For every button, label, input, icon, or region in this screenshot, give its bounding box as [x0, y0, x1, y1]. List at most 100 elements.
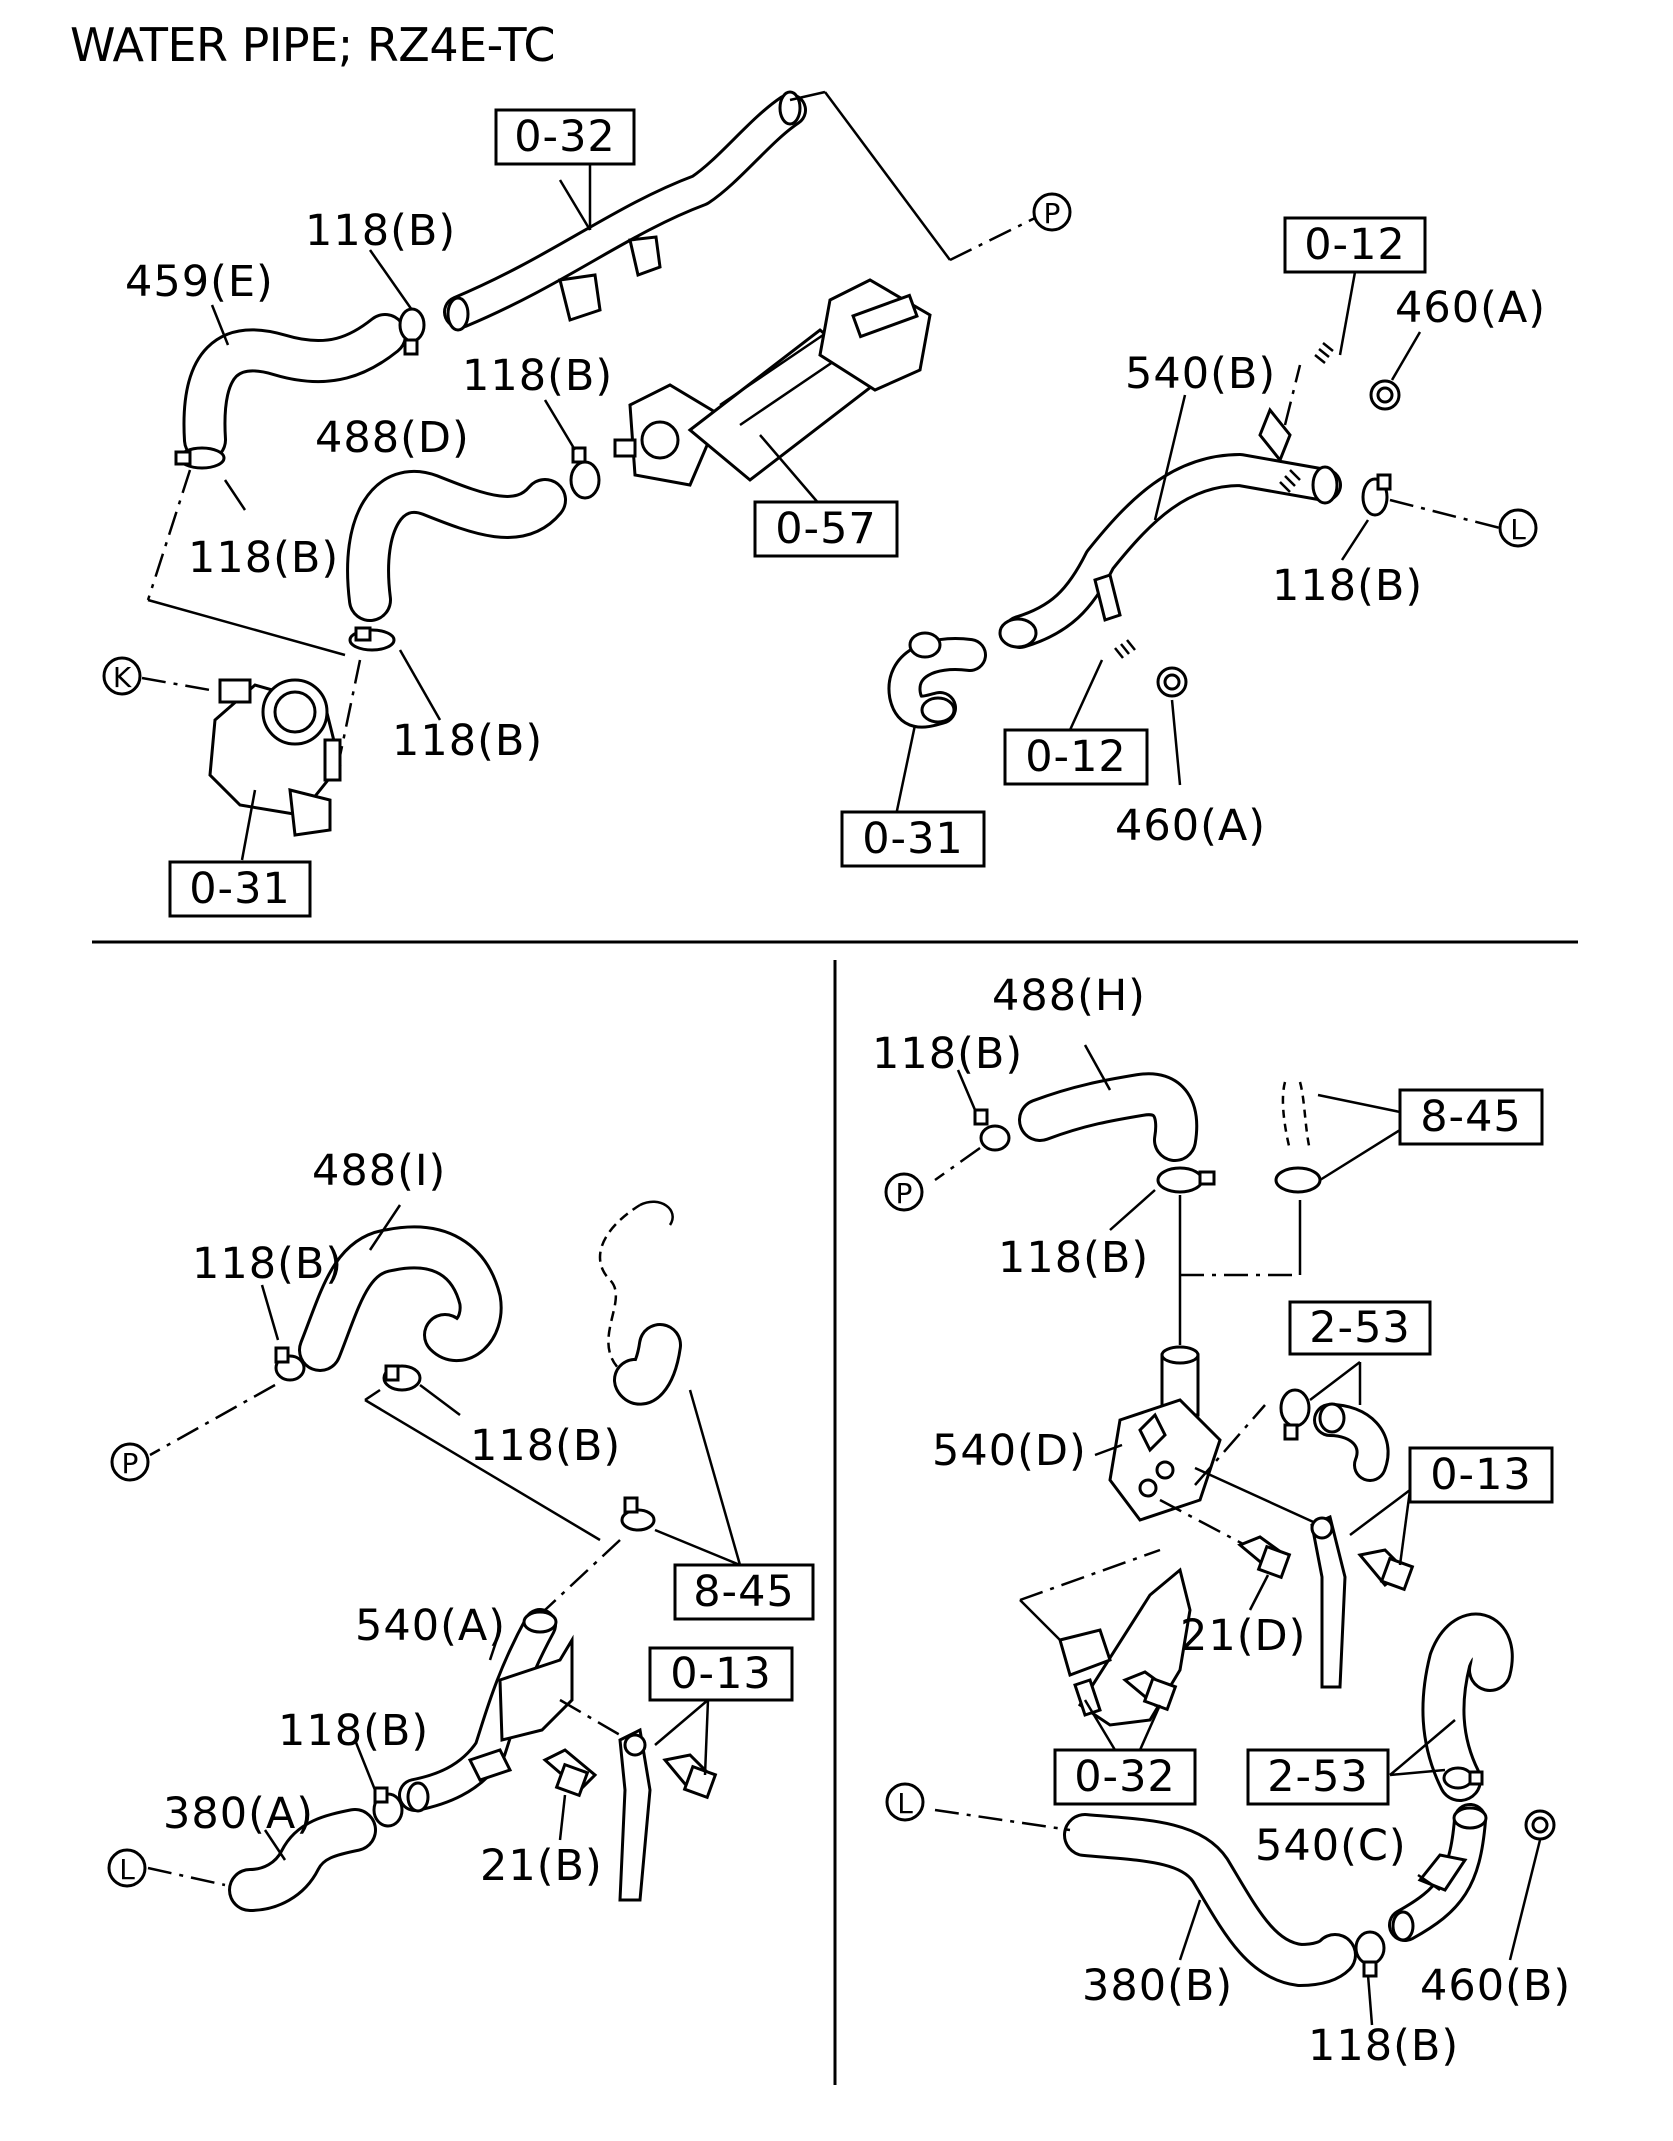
nut-460a-bottom [1156, 666, 1188, 698]
svg-text:P: P [896, 1177, 913, 1210]
cooler-0-57 [613, 278, 932, 487]
clamp-118b-2 [174, 446, 226, 470]
label-118b-2: 118(B) [188, 533, 339, 583]
svg-text:0-12: 0-12 [1025, 732, 1127, 782]
label-488i: 488(I) [312, 1146, 446, 1196]
label-488h: 488(H) [992, 971, 1146, 1021]
svg-text:0-13: 0-13 [670, 1649, 772, 1699]
callout-8-45-left: 8-45 [673, 1563, 815, 1621]
label-118b-9: 118(B) [872, 1029, 1023, 1079]
svg-text:0-32: 0-32 [1074, 1752, 1176, 1802]
svg-text:L: L [119, 1853, 135, 1886]
clamp-118b-6 [274, 1346, 306, 1382]
svg-text:0-31: 0-31 [862, 814, 964, 864]
bolt-0-13-right [1357, 1548, 1415, 1592]
hose-488d [346, 469, 567, 622]
hose-8-45-right [1274, 1081, 1322, 1194]
svg-text:L: L [897, 1787, 913, 1820]
nut-460b [1524, 1809, 1556, 1841]
svg-text:P: P [122, 1447, 139, 1480]
label-460b: 460(B) [1420, 1961, 1571, 2011]
label-118b-4: 118(B) [392, 716, 543, 766]
connector-p-left: P [110, 1442, 150, 1482]
label-460a-top: 460(A) [1395, 283, 1546, 333]
connector-l-top: L [1498, 508, 1538, 548]
thermostat-housing-0-31 [208, 678, 342, 837]
fitting-540c [1388, 1803, 1488, 1942]
clamp-118b-7 [382, 1364, 422, 1392]
svg-text:0-32: 0-32 [514, 112, 616, 162]
label-118b-1: 118(B) [305, 206, 456, 256]
bracket-0-13-left [618, 1727, 652, 1902]
clamp-118b-5 [1361, 473, 1392, 517]
svg-text:8-45: 8-45 [1420, 1092, 1522, 1142]
svg-text:0-13: 0-13 [1430, 1450, 1532, 1500]
label-459e: 459(E) [125, 257, 274, 307]
label-118b-3: 118(B) [462, 351, 613, 401]
svg-text:0-12: 0-12 [1304, 220, 1406, 270]
pipe-540a [398, 1608, 574, 1813]
label-380b: 380(B) [1082, 1961, 1233, 2011]
label-540a: 540(A) [355, 1601, 506, 1651]
hose-2-53-bottom [1421, 1612, 1514, 1802]
label-540b: 540(B) [1125, 349, 1276, 399]
connector-k: K [102, 656, 142, 696]
bolt-21d [1237, 1535, 1292, 1580]
callout-0-32-top: 0-32 [494, 108, 636, 166]
fitting-540d [1108, 1345, 1222, 1522]
label-380a: 380(A) [163, 1789, 314, 1839]
svg-text:2-53: 2-53 [1267, 1752, 1369, 1802]
clamp-118b-9 [973, 1108, 1011, 1152]
hose-459e [182, 313, 407, 462]
diagram-title: WATER PIPE; RZ4E-TC [70, 18, 556, 72]
label-118b-10: 118(B) [998, 1233, 1149, 1283]
callout-0-13-left: 0-13 [648, 1646, 794, 1702]
hose-488i [298, 1225, 503, 1372]
svg-text:P: P [1044, 197, 1061, 230]
svg-text:8-45: 8-45 [693, 1567, 795, 1617]
pipe-0-32-top [443, 90, 807, 332]
label-118b-11: 118(B) [1308, 2021, 1459, 2071]
callout-2-53-top: 2-53 [1288, 1300, 1432, 1356]
callout-0-57: 0-57 [753, 500, 899, 558]
callout-0-32-bottom: 0-32 [1053, 1748, 1197, 1806]
label-118b-5: 118(B) [1272, 561, 1423, 611]
hose-380b [1063, 1813, 1357, 1987]
callout-8-45-right: 8-45 [1398, 1088, 1544, 1146]
label-118b-7: 118(B) [470, 1421, 621, 1471]
svg-text:0-57: 0-57 [775, 504, 877, 554]
pipe-540b [998, 407, 1342, 649]
connector-l-left: L [107, 1848, 147, 1888]
bolt-0-13-left [662, 1753, 718, 1800]
bracket-0-13-right [1310, 1514, 1347, 1689]
clamp-8-45-left [620, 1496, 656, 1532]
svg-text:0-31: 0-31 [189, 864, 291, 914]
connector-p-top: P [1032, 192, 1072, 232]
svg-text:L: L [1510, 513, 1526, 546]
callout-0-12-top: 0-12 [1283, 216, 1427, 274]
clamp-118b-4 [348, 626, 396, 652]
svg-text:K: K [113, 661, 132, 694]
hose-380a [228, 1808, 377, 1912]
clamp-118b-10 [1156, 1166, 1216, 1194]
callout-0-12-mid: 0-12 [1003, 728, 1149, 786]
label-21d: 21(D) [1180, 1611, 1306, 1661]
label-460a-bot: 460(A) [1115, 801, 1266, 851]
clamp-118b-3 [569, 446, 601, 500]
fitting-0-31-right [887, 631, 987, 729]
label-118b-6: 118(B) [192, 1239, 343, 1289]
label-540c: 540(C) [1255, 1821, 1407, 1871]
hose-8-45-left [598, 1200, 682, 1406]
clamp-2-53-bottom [1442, 1766, 1484, 1790]
callout-0-31-right: 0-31 [840, 810, 986, 868]
connector-p-right: P [884, 1172, 924, 1212]
bolt-0-32 [1122, 1670, 1178, 1712]
label-118b-8: 118(B) [278, 1706, 429, 1756]
clamp-2-53-top [1279, 1388, 1311, 1441]
label-540d: 540(D) [932, 1426, 1087, 1476]
svg-text:2-53: 2-53 [1309, 1303, 1411, 1353]
callout-0-31-left: 0-31 [168, 860, 312, 918]
clamp-118b-8 [372, 1786, 404, 1828]
clamp-118b-11 [1354, 1930, 1386, 1978]
